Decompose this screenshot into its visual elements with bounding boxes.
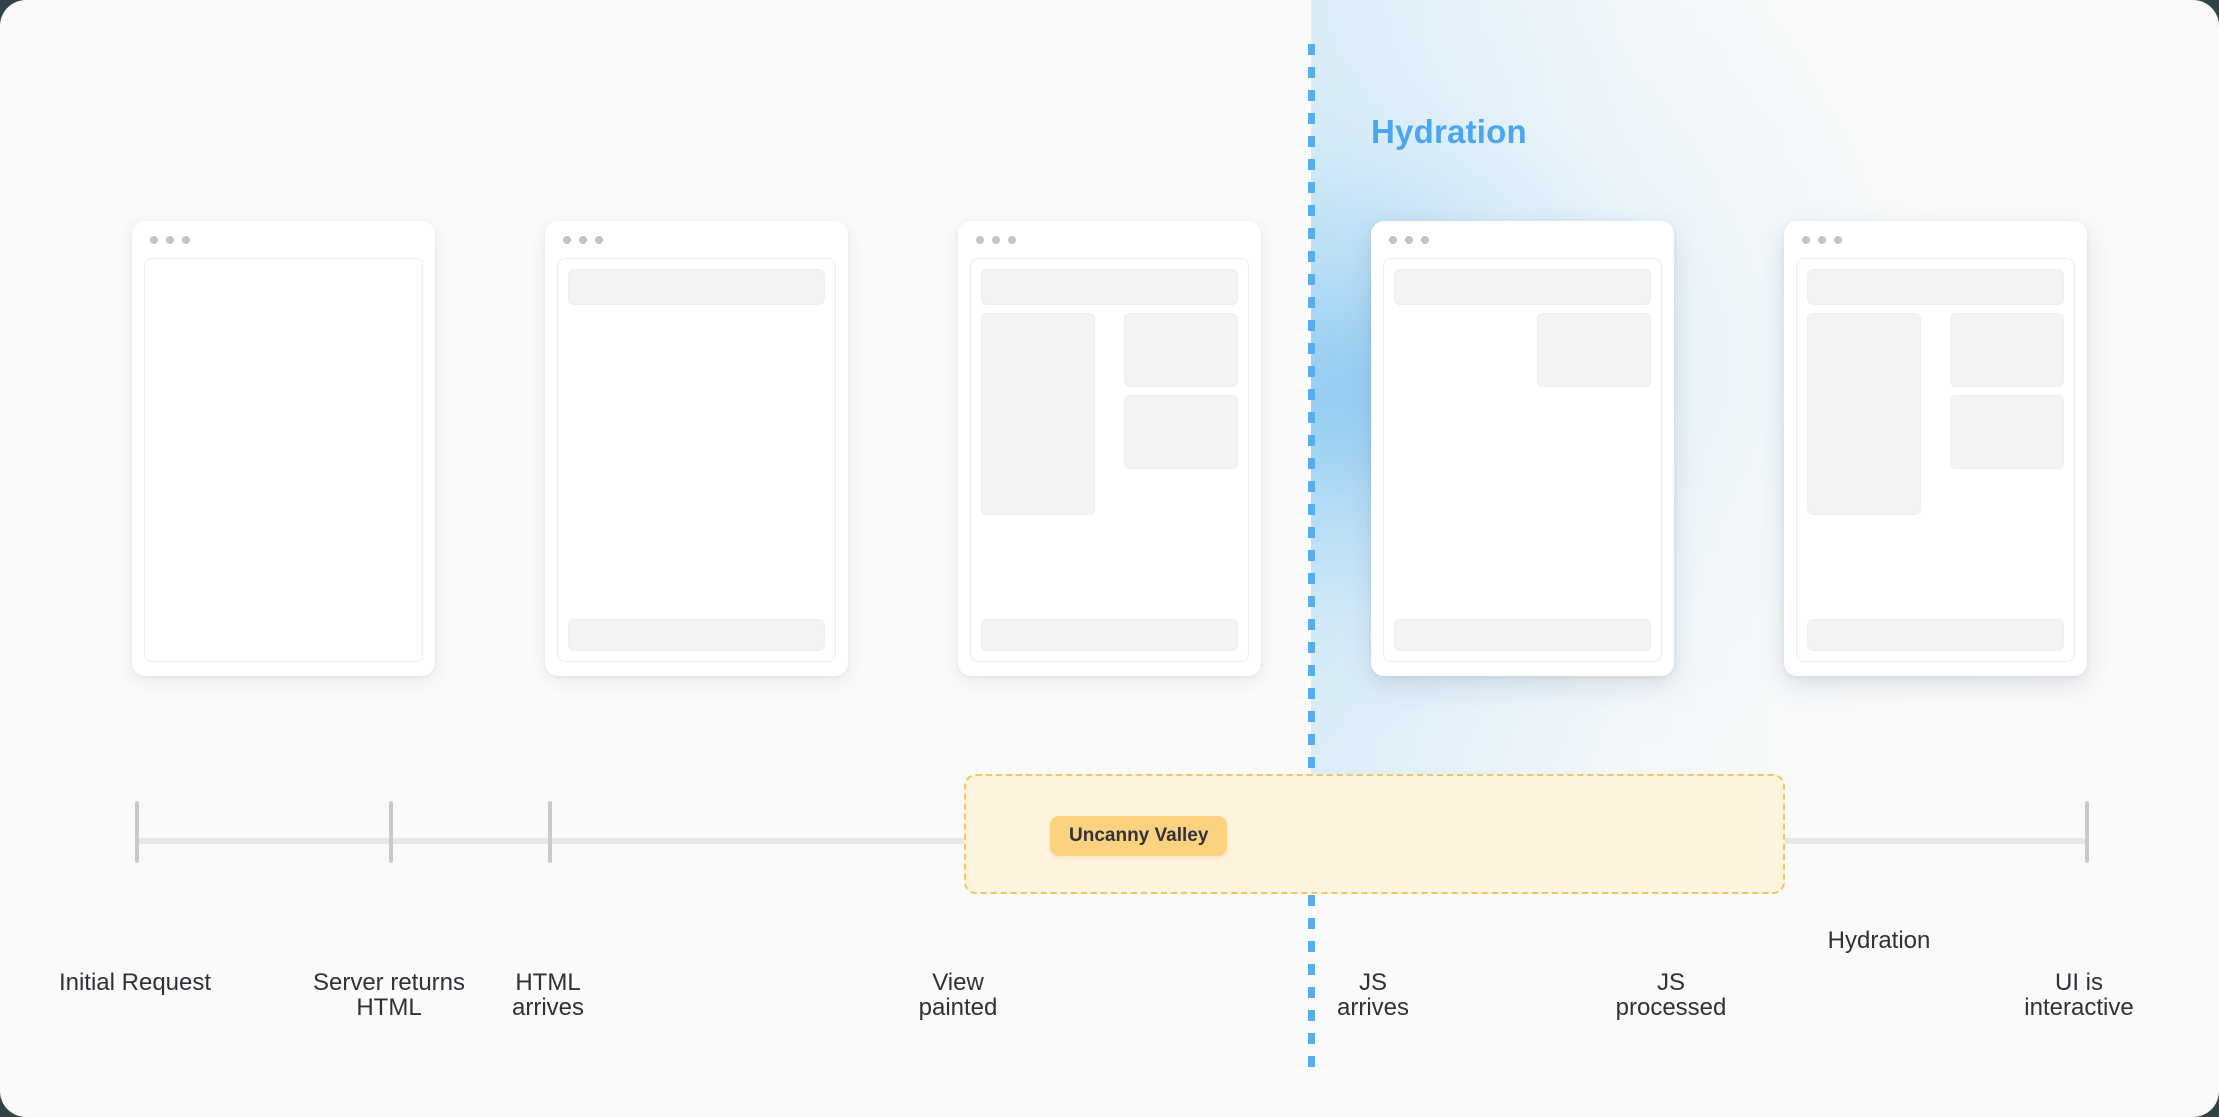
skeleton-block-main	[981, 313, 1095, 515]
window-dot-icon	[992, 236, 1000, 244]
mockup-viewport	[557, 258, 836, 662]
window-dot-icon	[166, 236, 174, 244]
uncanny-valley-badge: Uncanny Valley	[1050, 816, 1228, 856]
window-dot-icon	[579, 236, 587, 244]
window-dot-icon	[563, 236, 571, 244]
hydration-divider-line	[1308, 44, 1315, 1076]
timeline-tick	[389, 801, 393, 863]
timeline-label: View painted	[918, 969, 998, 1021]
window-dot-icon	[976, 236, 984, 244]
browser-mockup-ui-is-interactive	[1784, 221, 2087, 676]
browser-mockup-view-painted	[958, 221, 1261, 676]
window-dots-icon	[1389, 236, 1429, 244]
window-dot-icon	[1421, 236, 1429, 244]
timeline-tick	[2085, 801, 2089, 863]
browser-mockup-js-arrives	[1371, 221, 1674, 676]
timeline-label: Initial Request	[58, 969, 212, 996]
window-dot-icon	[1834, 236, 1842, 244]
window-dot-icon	[182, 236, 190, 244]
browser-mockup-server-returns-html	[545, 221, 848, 676]
mockup-viewport	[1796, 258, 2075, 662]
timeline-label: UI is interactive	[2024, 969, 2134, 1021]
window-dots-icon	[1802, 236, 1842, 244]
skeleton-block-footer	[981, 619, 1238, 651]
skeleton-block-header	[1807, 269, 2064, 305]
mockup-viewport	[144, 258, 423, 662]
browser-mockup-initial-request	[132, 221, 435, 676]
skeleton-block-footer	[568, 619, 825, 651]
window-dot-icon	[1405, 236, 1413, 244]
skeleton-block-side1	[1537, 313, 1651, 387]
window-dots-icon	[563, 236, 603, 244]
timeline-label: JS processed	[1615, 969, 1727, 1021]
window-dot-icon	[150, 236, 158, 244]
skeleton-block-main	[1807, 313, 1921, 515]
hydration-heading: Hydration	[1371, 113, 1527, 150]
window-dot-icon	[595, 236, 603, 244]
mockup-viewport	[1383, 258, 1662, 662]
skeleton-block-footer	[1807, 619, 2064, 651]
timeline-label: JS arrives	[1336, 969, 1409, 1021]
timeline-label: HTML arrives	[511, 969, 584, 1021]
skeleton-block-footer	[1394, 619, 1651, 651]
timeline-tick	[135, 801, 139, 863]
skeleton-block-side1	[1950, 313, 2064, 387]
window-dot-icon	[1389, 236, 1397, 244]
timeline-tick	[548, 801, 552, 863]
skeleton-block-side2	[1950, 395, 2064, 469]
skeleton-block-header	[1394, 269, 1651, 305]
mockup-viewport	[970, 258, 1249, 662]
skeleton-block-side2	[1124, 395, 1238, 469]
window-dots-icon	[976, 236, 1016, 244]
timeline-label: Server returns HTML	[312, 969, 466, 1021]
window-dot-icon	[1818, 236, 1826, 244]
window-dot-icon	[1008, 236, 1016, 244]
hydration-span-label: Hydration	[1827, 927, 1931, 954]
skeleton-block-header	[568, 269, 825, 305]
window-dot-icon	[1802, 236, 1810, 244]
skeleton-block-header	[981, 269, 1238, 305]
window-dots-icon	[150, 236, 190, 244]
skeleton-block-side1	[1124, 313, 1238, 387]
